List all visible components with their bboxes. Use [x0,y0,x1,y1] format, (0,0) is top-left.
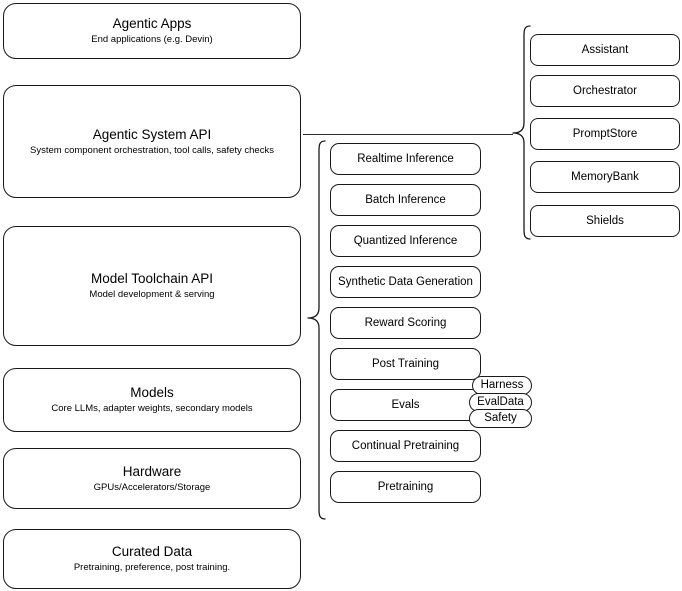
layer-title: Models [130,385,174,400]
toolchain-item-pretraining[interactable]: Pretraining [330,471,481,503]
toolchain-item-label: Realtime Inference [357,153,454,165]
toolchain-item-label: Evals [391,399,420,411]
layer-box-models[interactable]: Models Core LLMs, adapter weights, secon… [3,368,301,432]
layer-subtitle: End applications (e.g. Devin) [91,34,213,45]
toolchain-item-synthetic-data-generation[interactable]: Synthetic Data Generation [330,266,481,298]
eval-pill-label: Harness [480,379,524,391]
agentic-component-shields[interactable]: Shields [530,205,680,237]
layer-title: Agentic System API [92,126,212,142]
eval-pill-label: Safety [484,412,517,424]
layer-subtitle: GPUs/Accelerators/Storage [93,481,211,493]
toolchain-item-continual-pretraining[interactable]: Continual Pretraining [330,430,481,462]
toolchain-item-quantized-inference[interactable]: Quantized Inference [330,225,481,257]
toolchain-item-label: Reward Scoring [364,317,447,329]
agentic-component-label: Orchestrator [573,85,637,97]
eval-pill-evaldata[interactable]: EvalData [469,393,532,412]
toolchain-item-reward-scoring[interactable]: Reward Scoring [330,307,481,339]
agentic-component-orchestrator[interactable]: Orchestrator [530,75,680,107]
layer-title: Agentic Apps [112,16,192,31]
layer-title: Curated Data [111,544,193,559]
layer-box-model-toolchain-api[interactable]: Model Toolchain API Model development & … [3,226,301,346]
brace-agentic-components [511,25,531,240]
eval-pill-label: EvalData [477,396,524,408]
toolchain-item-realtime-inference[interactable]: Realtime Inference [330,143,481,175]
connector-agentic-system-api-to-components [303,134,513,135]
layer-box-curated-data[interactable]: Curated Data Pretraining, preference, po… [3,529,301,589]
agentic-component-assistant[interactable]: Assistant [530,34,680,66]
layer-subtitle: System component orchestration, tool cal… [30,144,274,156]
toolchain-item-batch-inference[interactable]: Batch Inference [330,184,481,216]
agentic-component-promptstore[interactable]: PromptStore [530,118,680,150]
toolchain-item-label: Quantized Inference [353,235,458,247]
toolchain-item-label: Pretraining [377,481,434,493]
layer-subtitle: Pretraining, preference, post training. [73,562,231,573]
agentic-component-label: Assistant [581,44,629,56]
agentic-component-label: PromptStore [572,128,638,140]
agentic-component-memorybank[interactable]: MemoryBank [530,161,680,193]
layer-title: Hardware [122,463,182,479]
eval-pill-safety[interactable]: Safety [469,409,532,428]
agentic-component-label: Shields [586,215,624,227]
layer-title: Model Toolchain API [90,271,214,286]
agentic-component-label: MemoryBank [571,171,639,183]
brace-model-toolchain [306,140,326,520]
toolchain-item-evals[interactable]: Evals [330,389,481,421]
layer-box-agentic-system-api[interactable]: Agentic System API System component orch… [3,85,301,198]
toolchain-item-label: Post Training [371,358,440,370]
toolchain-item-label: Batch Inference [365,194,446,206]
layer-box-agentic-apps[interactable]: Agentic Apps End applications (e.g. Devi… [3,3,301,59]
layer-subtitle: Core LLMs, adapter weights, secondary mo… [51,403,253,414]
toolchain-item-label: Synthetic Data Generation [338,276,473,288]
toolchain-item-label: Continual Pretraining [351,440,460,452]
layer-subtitle: Model development & serving [89,289,215,300]
layer-box-hardware[interactable]: Hardware GPUs/Accelerators/Storage [3,448,301,509]
toolchain-item-post-training[interactable]: Post Training [330,348,481,380]
